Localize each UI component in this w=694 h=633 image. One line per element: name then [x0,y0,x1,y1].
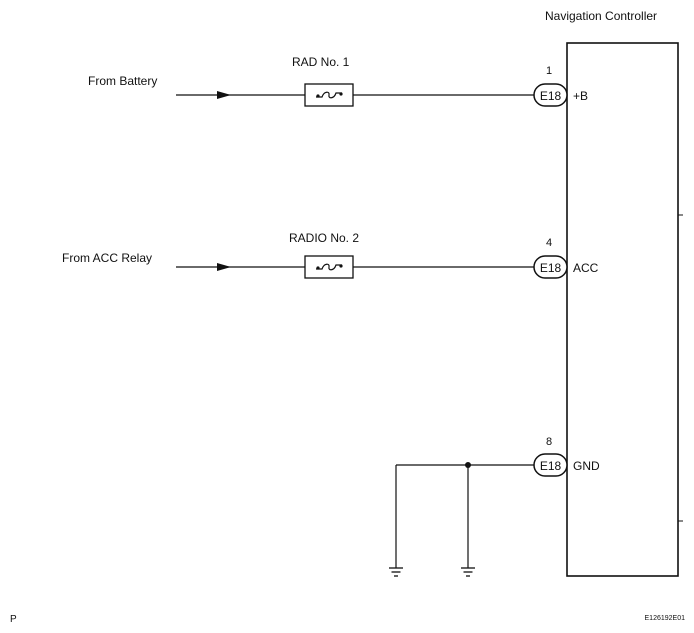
connector-e18-pin8 [533,453,568,477]
pin-number-4: 4 [546,237,552,249]
fuse-terminal [339,92,343,96]
fuse-icon [316,263,342,271]
ground-icon [389,567,403,577]
pin-number-1: 1 [546,65,552,77]
connector-e18-pin1 [533,83,568,107]
pin-signal-gnd: GND [573,459,600,473]
connector-label: E18 [540,459,562,473]
fuse-terminal [339,264,343,268]
fuse-terminal [316,266,320,270]
fuse-icon [316,91,342,99]
connector-e18-pin4 [533,255,568,279]
connector-label: E18 [540,89,562,103]
ground-icon [461,567,475,577]
pin-signal-b: +B [573,89,588,103]
controller-title: Navigation Controller [545,9,657,23]
connector-label: E18 [540,261,562,275]
fuse-terminal [316,94,320,98]
source-battery-label: From Battery [88,74,157,88]
fuse-radio2-label: RADIO No. 2 [289,231,359,245]
pin-number-8: 8 [546,436,552,448]
figure-id: E126192E01 [645,615,686,622]
pin-signal-acc: ACC [573,261,599,275]
footer-left-code: P [10,614,17,625]
splice-point [465,462,471,468]
controller-box [566,42,679,577]
fuse-rad1-label: RAD No. 1 [292,55,350,69]
arrow-icon [217,263,231,271]
source-acc-relay-label: From ACC Relay [62,251,152,265]
arrow-icon [217,91,231,99]
